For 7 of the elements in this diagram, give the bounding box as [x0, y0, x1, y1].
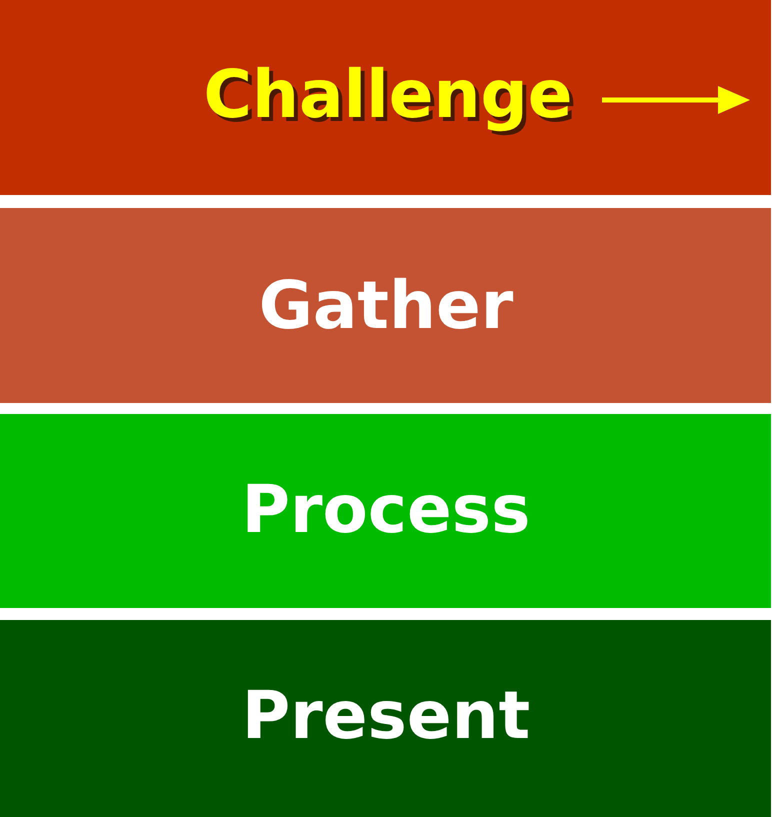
- stage-band: [0, 208, 771, 403]
- stage-label: Present: [242, 683, 530, 749]
- stage-label: Gather: [258, 273, 514, 339]
- stage-band: [0, 0, 771, 195]
- stage-band: [0, 414, 771, 608]
- stage-band: [0, 620, 771, 817]
- stage-label: Process: [242, 477, 530, 543]
